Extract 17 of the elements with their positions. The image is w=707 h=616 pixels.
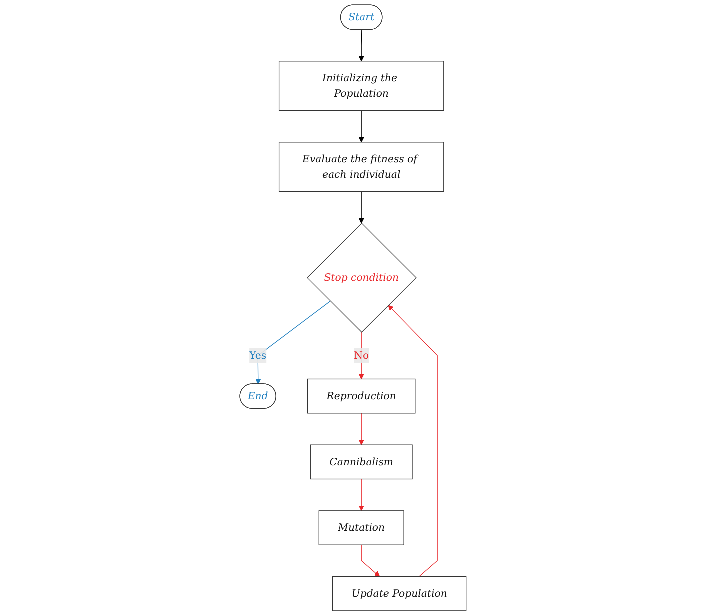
arrow bbox=[256, 301, 332, 385]
arrow bbox=[362, 544, 380, 577]
arrow bbox=[359, 110, 365, 143]
arrow bbox=[359, 191, 365, 224]
node-diamond: Stop condition bbox=[307, 223, 418, 333]
node-box: Cannibalism bbox=[310, 444, 414, 480]
edge-label: Yes bbox=[250, 349, 267, 362]
arrow bbox=[359, 478, 365, 512]
node-box: Mutation bbox=[319, 510, 405, 546]
node-box: Reproduction bbox=[308, 378, 416, 414]
arrow bbox=[388, 305, 438, 578]
node-box: Initializing the Population bbox=[279, 61, 444, 112]
arrow bbox=[359, 30, 365, 62]
arrow bbox=[359, 413, 365, 446]
node-box: Update Population bbox=[332, 576, 467, 612]
edge-label: No bbox=[354, 349, 370, 362]
node-box: Evaluate the fitness of each individual bbox=[279, 142, 444, 192]
